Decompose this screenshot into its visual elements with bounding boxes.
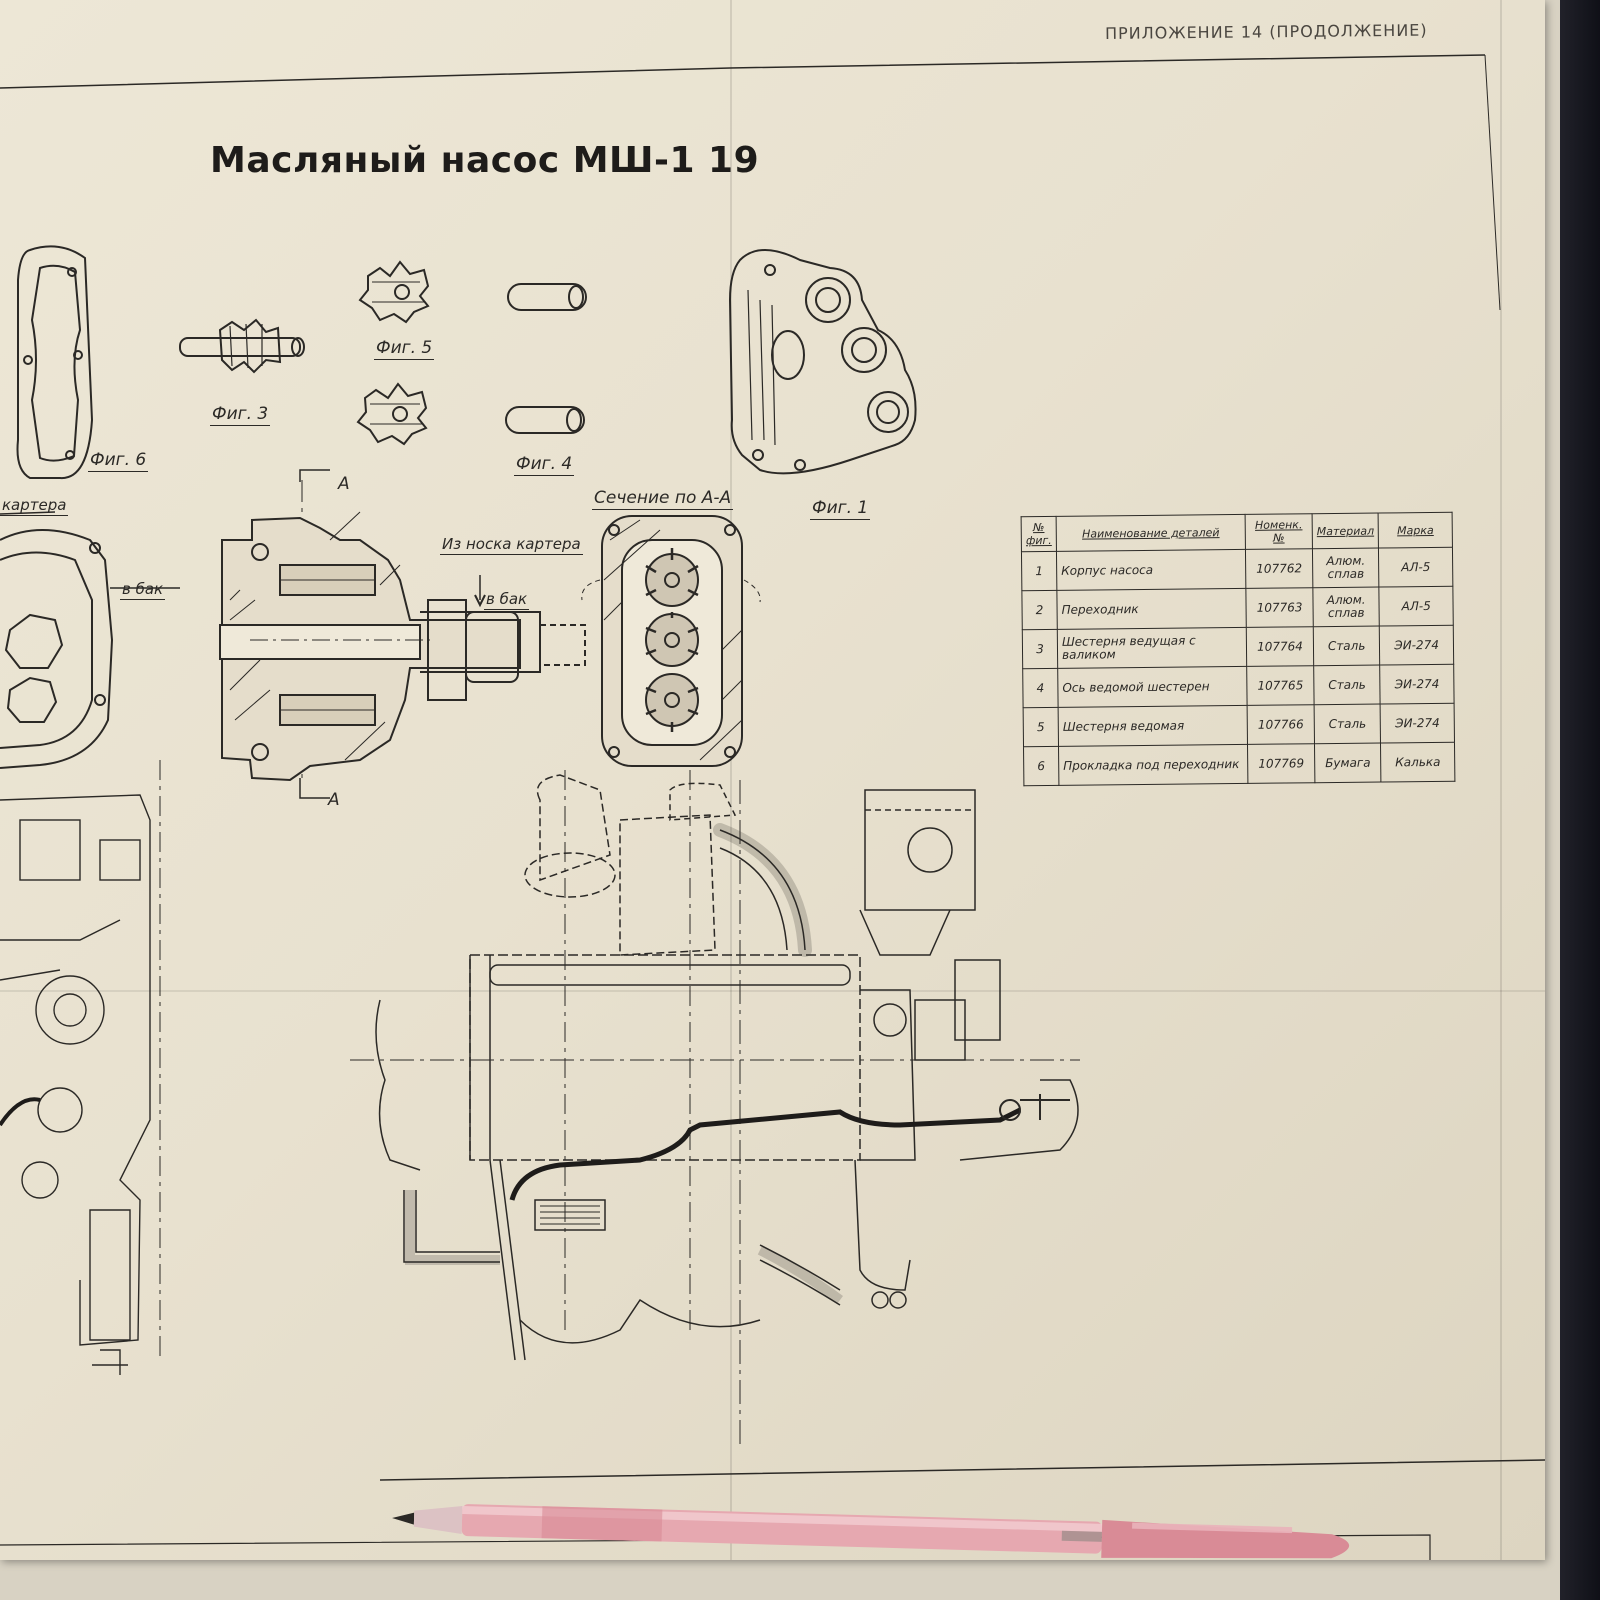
page-title: Масляный насос МШ-1 19 (210, 140, 760, 181)
table-row: 5 Шестерня ведомая 107766 Сталь ЭИ-274 (1023, 703, 1455, 747)
cell-grade: АЛ-5 (1379, 586, 1454, 627)
fold-line-vertical (730, 0, 732, 1560)
fig4-axle-drawings (505, 283, 587, 434)
drawing-sheet: ПРИЛОЖЕНИЕ 14 (ПРОДОЛЖЕНИЕ) Масляный нас… (0, 0, 1545, 1560)
cell-fig-no: 2 (1021, 590, 1058, 630)
cell-fig-no: 5 (1023, 707, 1059, 747)
cell-grade: Калька (1380, 742, 1455, 783)
cell-material: Сталь (1313, 626, 1380, 666)
header-fig-no: № фиг. (1021, 516, 1057, 552)
left-engine-partial-drawing (0, 760, 161, 1375)
parts-spec-table: № фиг. Наименование деталей Номенк. № Ма… (1021, 512, 1456, 787)
table-row: 1 Корпус насоса 107762 Алюм. сплав АЛ-5 (1021, 547, 1453, 591)
cell-material: Алюм. сплав (1312, 548, 1380, 588)
label-fig6: Фиг. 6 (88, 450, 149, 472)
cell-part-name: Ось ведомой шестерен (1057, 666, 1248, 708)
cell-material: Алюм. сплав (1312, 587, 1380, 627)
ballpoint-pen (392, 1504, 1350, 1559)
cell-grade: АЛ-5 (1378, 547, 1453, 588)
fig1-pump-housing-drawing (728, 249, 917, 475)
cell-part-name: Шестерня ведомая (1058, 705, 1248, 747)
label-crankcase: картера (0, 496, 69, 516)
cell-part-name: Переходник (1056, 588, 1247, 630)
header-part-name: Наименование деталей (1056, 514, 1246, 552)
header-grade: Марка (1378, 512, 1453, 549)
header-material: Материал (1312, 513, 1379, 549)
cell-nomenclature-no: 107763 (1245, 587, 1314, 628)
oil-line-drawing (509, 1107, 1022, 1201)
label-fig3: Фиг. 3 (210, 404, 271, 426)
technical-drawings (0, 54, 1545, 1560)
cell-nomenclature-no: 107764 (1246, 626, 1314, 667)
cell-nomenclature-no: 107766 (1247, 704, 1315, 745)
section-aa-drawing (581, 515, 761, 767)
label-fig4: Фиг. 4 (514, 454, 575, 476)
label-to-tank-left: в бак (120, 580, 166, 600)
cell-fig-no: 1 (1021, 551, 1057, 591)
section-mark-top: А (338, 474, 350, 494)
label-fig1: Фиг. 1 (810, 498, 871, 520)
cell-part-name: Корпус насоса (1056, 549, 1246, 591)
cell-nomenclature-no: 107762 (1245, 548, 1313, 589)
table-row: 2 Переходник 107763 Алюм. сплав АЛ-5 (1021, 586, 1454, 630)
fig5-driven-gear-drawing (358, 260, 430, 324)
cell-part-name: Прокладка под переходник (1058, 744, 1248, 786)
label-from-crankcase-nose: Из носка картера (440, 535, 583, 555)
header-nomenclature-no: Номенк. № (1245, 513, 1313, 550)
label-to-tank: в бак (484, 590, 530, 610)
cell-grade: ЭИ-274 (1380, 703, 1455, 744)
label-section-aa: Сечение по А-А (592, 488, 734, 510)
left-pump-view-drawing (0, 511, 180, 769)
cell-nomenclature-no: 107765 (1246, 665, 1315, 706)
table-row: 4 Ось ведомой шестерен 107765 Сталь ЭИ-2… (1022, 664, 1455, 708)
cell-material: Сталь (1313, 665, 1381, 705)
label-fig5: Фиг. 5 (374, 338, 435, 360)
pen-cone (413, 1505, 463, 1534)
cell-material: Бумага (1314, 743, 1382, 783)
cell-material: Сталь (1314, 704, 1381, 744)
table-row: 3 Шестерня ведущая с валиком 107764 Стал… (1022, 625, 1454, 669)
cell-nomenclature-no: 107769 (1247, 743, 1315, 784)
fold-line-vertical-right (1500, 0, 1502, 1560)
fig5-second-gear-drawing (356, 382, 428, 446)
fig6-gasket-drawing (16, 245, 94, 480)
section-mark-bottom: А (328, 790, 340, 810)
table-header-row: № фиг. Наименование деталей Номенк. № Ма… (1021, 512, 1453, 552)
table-row: 6 Прокладка под переходник 107769 Бумага… (1023, 742, 1455, 786)
cell-grade: ЭИ-274 (1379, 664, 1455, 705)
engine-installation-drawing (350, 770, 1080, 1450)
pen-grip (541, 1506, 663, 1542)
cell-part-name: Шестерня ведущая с валиком (1057, 627, 1247, 669)
fold-line-horizontal (0, 990, 1545, 992)
pen-tip-icon (392, 1512, 415, 1525)
cell-grade: ЭИ-274 (1379, 625, 1454, 666)
fig3-drive-gear-drawing (179, 318, 305, 374)
cell-fig-no: 3 (1022, 629, 1058, 669)
cell-fig-no: 6 (1023, 746, 1059, 786)
cell-fig-no: 4 (1022, 668, 1059, 708)
pump-section-drawing (219, 511, 586, 782)
